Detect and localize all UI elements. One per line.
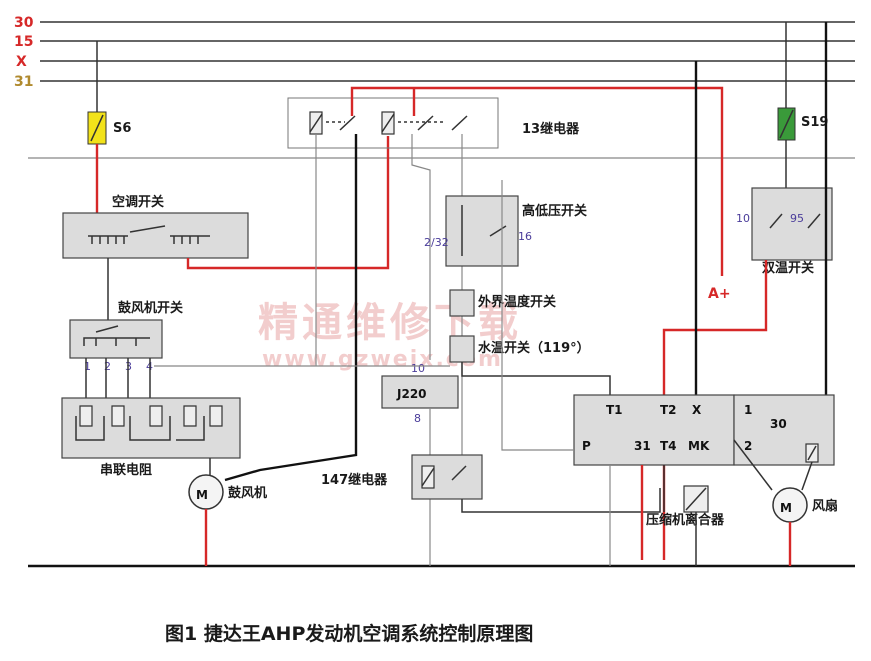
- hilo-pin-left: 2/32: [424, 236, 449, 249]
- j220-pin-bottom: 8: [414, 412, 421, 425]
- figure-caption: 图1 捷达王AHP发动机空调系统控制原理图: [165, 622, 533, 645]
- j220-box: [381, 375, 459, 409]
- blower-switch-label: 鼓风机开关: [118, 300, 183, 316]
- j220-label: J220: [396, 387, 427, 401]
- bus-label-31: 31: [14, 74, 33, 90]
- hilo-switch-box: [445, 195, 519, 267]
- bus-label-15: 15: [14, 34, 33, 50]
- module-pin-x: X: [692, 403, 702, 417]
- fan-relay-pin-1: 1: [744, 403, 752, 417]
- module-pin-t1: T1: [606, 403, 623, 417]
- blower-pin-1: 1: [84, 360, 91, 373]
- relay147-label: 147继电器: [321, 472, 388, 488]
- dual-temp-pin-left: 10: [736, 212, 750, 225]
- fan-relay-pin-30: 30: [770, 417, 787, 431]
- blower-motor-label: 鼓风机: [228, 485, 267, 501]
- module-pin-31: 31: [634, 439, 651, 453]
- blower-pin-2: 2: [104, 360, 111, 373]
- dual-temp-pin-right: 95: [790, 212, 804, 225]
- watermark-text: 精通维修下载: [258, 300, 522, 346]
- hilo-switch-label: 高低压开关: [522, 203, 587, 219]
- bus-label-x: X: [16, 54, 27, 70]
- module-pin-t4: T4: [660, 439, 677, 453]
- compressor-clutch-label: 压缩机离合器: [646, 512, 725, 528]
- dual-temp-switch-label: 双温开关: [762, 260, 814, 276]
- control-module-box: [573, 394, 735, 466]
- relay13-box: [287, 97, 499, 149]
- outside-temp-switch-label: 外界温度开关: [477, 294, 556, 310]
- module-pin-mk: MK: [688, 439, 710, 453]
- fan-relay-pin-2: 2: [744, 439, 752, 453]
- dual-temp-switch-box: [751, 187, 833, 261]
- a-plus-label: A+: [708, 286, 731, 302]
- hilo-pin-right: 16: [518, 230, 532, 243]
- relay13-label: 13继电器: [522, 121, 580, 137]
- series-resistor-label: 串联电阻: [100, 462, 152, 478]
- coolant-temp-switch-box: [449, 335, 475, 363]
- blower-motor-symbol: M: [196, 488, 208, 502]
- bus-lines: [28, 21, 855, 568]
- module-pin-p: P: [582, 439, 591, 453]
- j220-pin-top: 10: [411, 362, 425, 375]
- outside-temp-switch-box: [449, 289, 475, 317]
- fan-label: 风扇: [812, 498, 838, 514]
- coolant-temp-switch-label: 水温开关（119°）: [478, 340, 590, 356]
- ac-switch-label: 空调开关: [112, 194, 164, 210]
- module-pin-t2: T2: [660, 403, 677, 417]
- ac-switch-box: [62, 212, 249, 259]
- fan-motor-symbol: M: [780, 501, 792, 515]
- fuse-s6-label: S6: [113, 121, 131, 136]
- bus-label-30: 30: [14, 15, 34, 31]
- fuse-s19-label: S19: [801, 115, 828, 130]
